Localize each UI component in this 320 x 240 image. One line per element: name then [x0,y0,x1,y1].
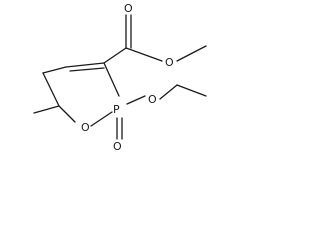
molecule-structure: O P O O O O [33,2,207,153]
bond-ring-p-to-o [90,111,113,127]
bond-ring-o-to-chme [58,105,76,123]
bond-p-to-ethoxy-o [126,95,146,105]
bond-ring-ch-to-chme [42,66,67,74]
bond-ring-double-outer [65,62,105,68]
bond-ethoxy-ch2-to-ch3 [176,84,207,97]
bond-c3-to-carbonyl [103,47,127,64]
bond-ring-c3-to-p [103,62,120,97]
atom-phosphorus: P [113,103,120,116]
bond-ring-double-inner [69,67,105,72]
atom-ethoxy-oxygen: O [148,93,157,106]
bond-ring-chme-to-ch [42,72,60,107]
atom-phosphoryl-oxygen: O [113,140,122,153]
atom-carbonyl-oxygen: O [124,2,133,15]
bond-ester-o-to-methyl [176,45,207,62]
bond-carbonyl-to-ester-o [125,47,163,62]
atom-ester-oxygen: O [165,56,174,69]
atom-ring-oxygen: O [81,121,90,134]
bond-ethoxy-o-to-ch2 [159,84,178,100]
bond-methyl [33,105,60,114]
